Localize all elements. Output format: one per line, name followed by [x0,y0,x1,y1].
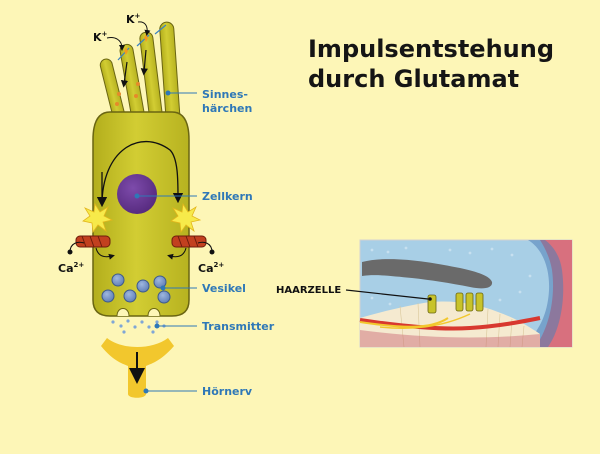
label-hoernerv: Hörnerv [202,385,253,398]
label-sinneshaerchen-2: härchen [202,102,252,115]
leader-lines [134,90,197,394]
potassium-ion-label-1: K+ [93,30,108,44]
calcium-channel-right [171,235,207,248]
organ-of-corti-inset [359,239,573,348]
label-transmitter: Transmitter [202,320,275,333]
depolarisation-burst-left [82,202,114,234]
potassium-ion-label-2: K+ [126,12,141,26]
vesicles [101,273,171,304]
depolarisation-burst-right [170,202,202,234]
label-sinneshaerchen-1: Sinnes- [202,88,248,101]
hair-cell-body [92,111,190,317]
calcium-channel-left [75,235,111,248]
title-line-2: durch Glutamat [308,65,520,93]
transmitter-release [111,308,166,334]
label-vesikel: Vesikel [202,282,246,295]
auditory-nerve [101,338,174,398]
stereocilia-bundle [99,21,181,129]
depolarisation-arrow [101,140,184,206]
label-zellkern: Zellkern [202,190,253,203]
title-line-1: Impulsentstehung [308,35,555,63]
calcium-ion-label-right: Ca2+ [198,261,224,275]
haarzelle-pointer [345,289,429,300]
diagram-title: Impulsentstehung durch Glutamat [308,34,588,94]
calcium-ion-label-left: Ca2+ [58,261,84,275]
label-haarzelle: HAARZELLE [276,285,341,296]
